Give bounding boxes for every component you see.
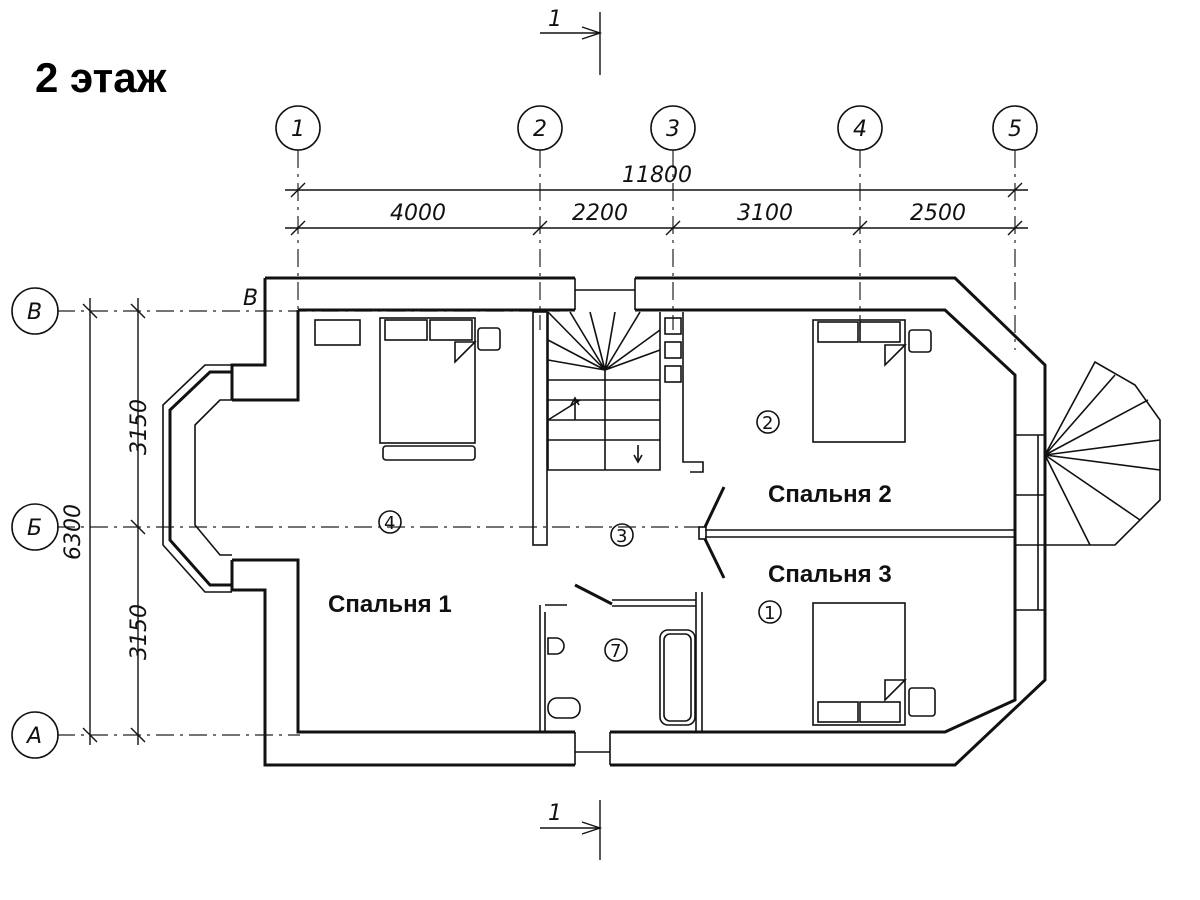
svg-text:Спальня 3: Спальня 3 xyxy=(768,561,892,588)
room-bedroom-2: Спальня 2 2 xyxy=(756,410,892,508)
axis-inner-label: В xyxy=(243,286,258,311)
row-axes: В Б А В xyxy=(11,286,700,759)
svg-text:2: 2 xyxy=(533,117,547,142)
svg-text:1: 1 xyxy=(548,801,562,826)
svg-text:1: 1 xyxy=(764,603,775,624)
interior-walls xyxy=(532,311,1015,732)
dim-overall-depth: 6300 xyxy=(61,504,86,560)
svg-text:4: 4 xyxy=(384,513,395,534)
dim-span-4: 2500 xyxy=(910,201,966,226)
axis-marker-v: В xyxy=(11,287,59,335)
vertical-dimensions: 6300 3150 3150 xyxy=(61,298,152,745)
porch-stair xyxy=(1044,360,1161,546)
svg-text:Спальня 1: Спальня 1 xyxy=(328,591,452,618)
page-title: 2 этаж xyxy=(35,54,168,101)
svg-text:2: 2 xyxy=(762,413,773,434)
axis-marker-4: 4 xyxy=(837,105,883,151)
dim-overall-width: 11800 xyxy=(622,163,692,188)
svg-text:3: 3 xyxy=(616,526,627,547)
svg-text:4: 4 xyxy=(853,117,867,142)
svg-text:1: 1 xyxy=(548,7,562,32)
section-mark-top: 1 xyxy=(540,7,603,75)
dim-depth-1: 3150 xyxy=(127,399,152,455)
axis-marker-b: Б xyxy=(11,503,59,551)
svg-text:Б: Б xyxy=(27,516,42,541)
svg-text:А: А xyxy=(25,724,42,749)
room-bedroom-1: Спальня 1 4 xyxy=(328,510,452,618)
axis-marker-2: 2 xyxy=(517,105,563,151)
svg-text:Спальня 2: Спальня 2 xyxy=(768,481,892,508)
axis-marker-5: 5 xyxy=(992,105,1038,151)
svg-text:3: 3 xyxy=(666,117,680,142)
furniture xyxy=(314,317,936,726)
staircase xyxy=(547,311,682,471)
exterior-walls xyxy=(162,276,1047,767)
svg-text:1: 1 xyxy=(291,117,305,142)
axis-marker-1: 1 xyxy=(275,105,321,151)
room-hall: 3 xyxy=(610,523,634,547)
dim-depth-2: 3150 xyxy=(127,604,152,660)
svg-text:5: 5 xyxy=(1008,117,1022,142)
dim-span-3: 3100 xyxy=(737,201,793,226)
rooms: Спальня 1 4 Спальня 2 2 Спальня 3 1 3 7 xyxy=(328,410,892,662)
svg-text:7: 7 xyxy=(610,641,621,662)
room-bedroom-3: Спальня 3 1 xyxy=(758,561,892,624)
dim-span-2: 2200 xyxy=(572,201,628,226)
section-mark-bottom: 1 xyxy=(540,800,603,860)
dim-span-1: 4000 xyxy=(390,201,446,226)
axis-marker-a: А xyxy=(11,711,59,759)
horizontal-dimensions: 11800 4000 2200 3100 2500 xyxy=(285,163,1028,236)
room-bathroom: 7 xyxy=(604,638,628,662)
axis-marker-3: 3 xyxy=(650,105,696,151)
svg-text:В: В xyxy=(27,300,42,325)
column-axes: 1 2 3 4 5 xyxy=(275,105,1038,350)
